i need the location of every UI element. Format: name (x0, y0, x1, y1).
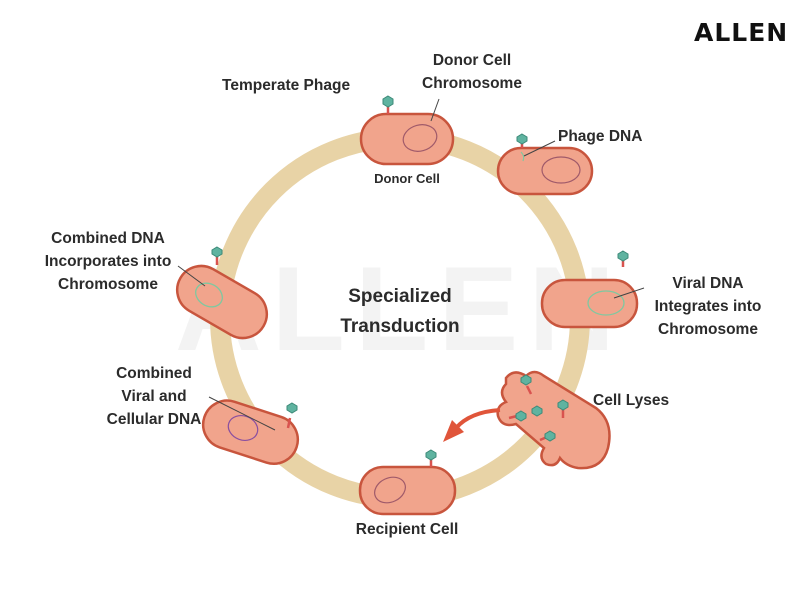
released-phages (508, 374, 569, 442)
diagram-title: Specialized Transduction (300, 282, 500, 342)
label-line: Combined DNA (51, 230, 165, 247)
brand-logo: ALLEN (694, 18, 789, 47)
viral-integrates-leader (613, 287, 645, 299)
donor-cell (359, 95, 455, 166)
label-combined-dna: Combined DNA Incorporates into Chromosom… (30, 227, 186, 296)
combined-dna-leader (177, 265, 206, 287)
label-recipient-cell: Recipient Cell (355, 521, 459, 538)
incorporation-cell (175, 246, 269, 340)
recipient-cell (358, 449, 457, 516)
combined-viral-leader (208, 396, 276, 431)
combined-viral-cell (201, 396, 300, 465)
integration-cell (540, 250, 645, 329)
label-line: Chromosome (58, 276, 158, 293)
label-line: Combined (116, 365, 192, 382)
phage-dna-leader (523, 140, 556, 157)
label-line: Donor Cell (432, 52, 512, 69)
phage-icon (516, 133, 528, 145)
label-line: Viral and (121, 388, 187, 405)
label-line: Chromosome (658, 321, 758, 338)
label-line: Incorporates into (44, 253, 172, 270)
phage-icon (617, 250, 629, 262)
donor-chromosome-leader (430, 98, 440, 122)
phage-icon (211, 246, 223, 258)
title-line-1: Specialized (348, 286, 452, 307)
phage-icon (286, 402, 298, 414)
label-viral-integrates: Viral DNA Integrates into Chromosome (642, 272, 774, 341)
transfer-arrow (443, 408, 501, 442)
label-donor-chromosome: Donor Cell Chromosome (412, 49, 532, 95)
label-temperate-phage: Temperate Phage (222, 77, 351, 94)
label-phage-dna: Phage DNA (558, 128, 643, 145)
label-donor-cell: Donor Cell (374, 171, 440, 186)
label-line: Viral DNA (672, 275, 744, 292)
temperate-phage-icon (382, 95, 394, 108)
label-combined-viral: Combined Viral and Cellular DNA (98, 362, 210, 431)
title-line-2: Transduction (340, 316, 460, 337)
lysing-cell (496, 370, 611, 470)
label-line: Integrates into (654, 298, 762, 315)
label-cell-lyses: Cell Lyses (593, 392, 670, 409)
phage-icon (425, 449, 437, 461)
label-line: Chromosome (422, 75, 522, 92)
phage-dna-cell (496, 133, 594, 196)
label-line: Cellular DNA (106, 411, 202, 428)
